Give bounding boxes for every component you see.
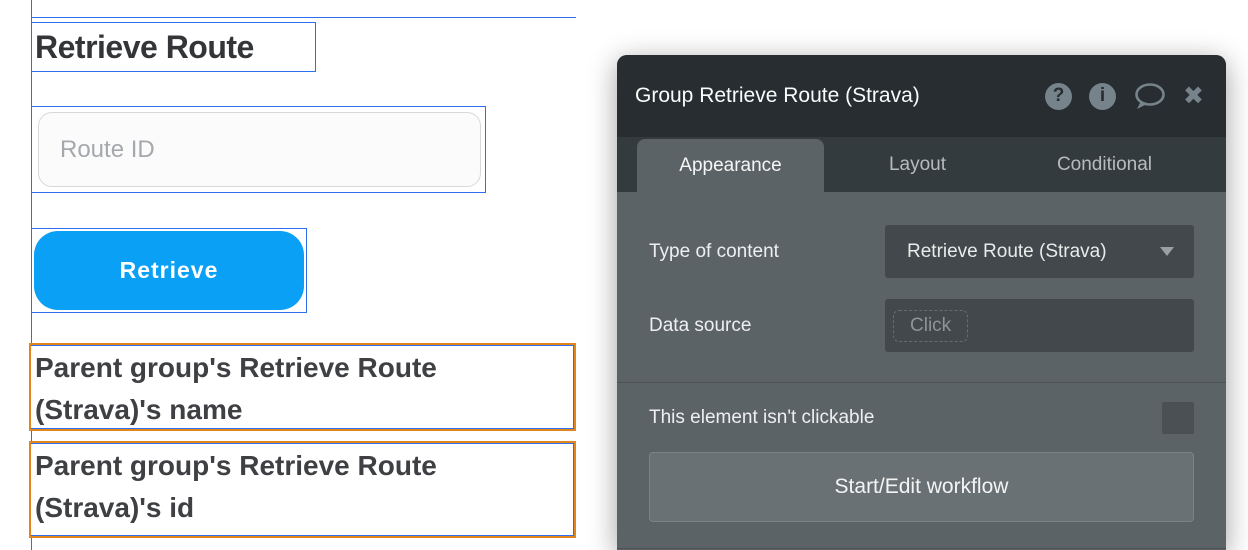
close-icon[interactable]: ✖: [1183, 81, 1204, 110]
text-selection-border: Parent group's Retrieve Route (Strava)'s…: [31, 443, 574, 536]
canvas-text-element-name[interactable]: Parent group's Retrieve Route (Strava)'s…: [29, 343, 576, 431]
property-editor-panel: Group Retrieve Route (Strava) ? i ✖ Appe…: [617, 55, 1226, 550]
canvas-button-element[interactable]: Retrieve: [31, 228, 307, 313]
help-icon[interactable]: ?: [1045, 82, 1073, 110]
info-icon[interactable]: i: [1089, 82, 1117, 110]
panel-header[interactable]: Group Retrieve Route (Strava) ? i ✖: [617, 55, 1226, 137]
chevron-down-icon: [1160, 247, 1174, 256]
dynamic-text-name: Parent group's Retrieve Route (Strava)'s…: [35, 352, 437, 425]
tab-appearance[interactable]: Appearance: [637, 139, 824, 192]
page-title: Retrieve Route: [35, 29, 254, 65]
tab-layout[interactable]: Layout: [888, 154, 947, 175]
section-divider: [617, 382, 1226, 383]
data-source-row: Data source Click: [649, 299, 1194, 352]
data-source-click-placeholder[interactable]: Click: [893, 309, 969, 342]
route-id-input[interactable]: [38, 112, 481, 187]
dropdown-value: Retrieve Route (Strava): [907, 240, 1107, 262]
clickable-checkbox[interactable]: [1162, 402, 1194, 434]
data-source-field[interactable]: Click: [885, 299, 1194, 352]
panel-tabbar: Appearance Layout Conditional: [617, 137, 1226, 192]
tab-conditional[interactable]: Conditional: [1056, 154, 1153, 175]
retrieve-button[interactable]: Retrieve: [34, 231, 304, 310]
data-source-label: Data source: [649, 314, 752, 336]
panel-body: Type of content Retrieve Route (Strava) …: [617, 192, 1226, 549]
canvas-text-element-id[interactable]: Parent group's Retrieve Route (Strava)'s…: [29, 441, 576, 538]
canvas-heading-element[interactable]: Retrieve Route: [31, 22, 316, 72]
clickable-label: This element isn't clickable: [649, 407, 875, 428]
type-of-content-dropdown[interactable]: Retrieve Route (Strava): [885, 225, 1194, 278]
type-of-content-label: Type of content: [649, 240, 779, 262]
dynamic-text-id: Parent group's Retrieve Route (Strava)'s…: [35, 450, 437, 523]
type-of-content-row: Type of content Retrieve Route (Strava): [649, 225, 1194, 278]
canvas-input-element[interactable]: [31, 106, 486, 193]
clickable-row: This element isn't clickable: [649, 402, 1194, 434]
section-divider: [617, 548, 1226, 549]
panel-header-icons: ? i ✖: [1045, 82, 1204, 110]
text-selection-border: Parent group's Retrieve Route (Strava)'s…: [31, 345, 574, 429]
start-edit-workflow-button[interactable]: Start/Edit workflow: [649, 452, 1194, 522]
panel-title: Group Retrieve Route (Strava): [635, 84, 920, 107]
comment-icon[interactable]: [1133, 82, 1166, 110]
group-selection-top-line: [31, 17, 576, 18]
